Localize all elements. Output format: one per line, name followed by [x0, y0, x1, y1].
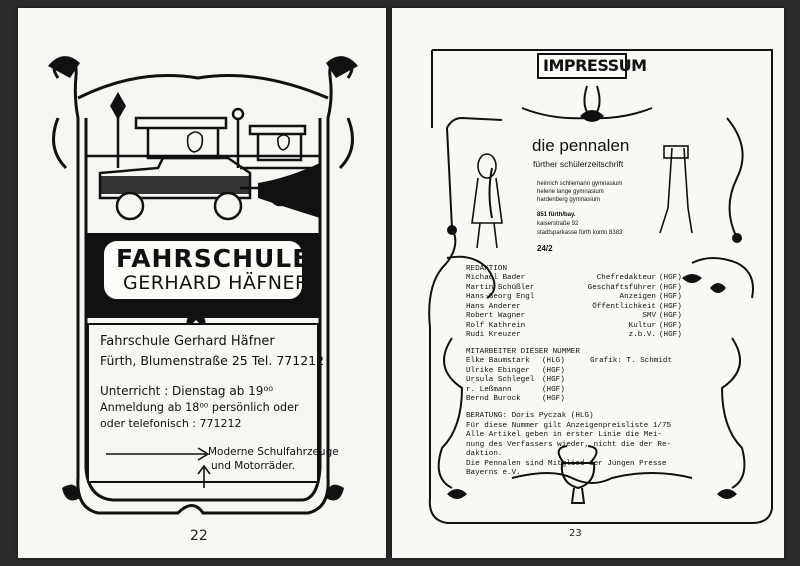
redaktion-school: (HGF) [659, 274, 682, 282]
redaktion-school: (HGF) [659, 302, 682, 311]
mitarbeiter-name: Ursula Schlegel [466, 376, 535, 384]
footer-line: Für diese Nummer gilt Anzeigenpreisliste… [466, 421, 672, 430]
redaktion-name: Martin Schüßler [466, 283, 535, 292]
magazine-title: die pennalen [532, 136, 630, 155]
slogan-line-1: Moderne Schulfahrzeuge [208, 446, 339, 458]
footer-line: Alle Artikel geben in erster Linie die M… [466, 431, 662, 439]
redaktion-name: Rolf Kathrein [466, 321, 526, 330]
address-line-2: Fürth, Blumenstraße 25 Tel. 771212 [100, 353, 325, 368]
mitarbeiter-name: r. Leßmann [466, 385, 512, 394]
address-line-1: Fahrschule Gerhard Häfner [100, 334, 275, 349]
mitarbeiter-school: (HGF) [542, 376, 565, 384]
issue-number: 24/2 [537, 244, 553, 253]
redaktion-school: (HGF) [659, 283, 682, 292]
mitarbeiter-name: Bernd Burock [466, 395, 521, 403]
redaktion-school: (HGF) [659, 293, 682, 301]
lesson-line-3: oder telefonisch : 771212 [100, 417, 242, 430]
art-nouveau-frame [48, 56, 358, 515]
redaktion-school: (HGF) [659, 312, 682, 320]
redaktion-role: Öffentlichkeit [592, 302, 656, 311]
redaktion-role: Anzeigen [619, 293, 656, 301]
redaktion-name: Robert Wagner [466, 312, 526, 320]
redaktion-name: Michael Bader [466, 274, 526, 282]
magazine-subtitle: fürther schülerzeitschrift [533, 159, 624, 169]
redaktion-school: (HGF) [659, 331, 682, 339]
lesson-line-1: Unterricht : Dienstag ab 19⁰⁰ [100, 384, 274, 398]
redaktion-role: Chefredakteur [596, 274, 656, 282]
footer-line: BERATUNG: Doris Pyczak (HLG) [466, 412, 594, 420]
title-line-2: GERHARD HÄFNER [123, 272, 309, 294]
title-line-1: FAHRSCHULE [116, 244, 311, 273]
redaktion-name: Rudi Kreuzer [466, 331, 521, 339]
impressum-ornament-frame [428, 49, 773, 524]
mitarbeiter-school: (HLG) [542, 357, 565, 365]
mitarbeiter-name: Elke Baumstark [466, 357, 530, 365]
address-2: kaiserstraße 92 [537, 221, 579, 227]
mitarbeiter-school: (HGF) [542, 395, 565, 403]
right-page: IMPRESSUM die pennalen fürther schülerze… [392, 8, 784, 558]
footer-line: daktion. [466, 450, 503, 458]
lesson-line-2: Anmeldung ab 18⁰⁰ persönlich oder [100, 401, 299, 414]
mitarbeiter-name: Ulrike Ebinger [466, 366, 530, 375]
redaktion-school: (HGF) [659, 321, 682, 330]
address-1: 851 fürth/bay. [537, 212, 576, 218]
redaktion-heading: REDAKTION [466, 265, 508, 273]
slogan-line-2: und Motorräder. [211, 460, 296, 472]
address-3: stadtsparkasse fürth konto 8383 [537, 230, 623, 236]
redaktion-name: Hans Anderer [466, 302, 521, 311]
impressum-banner: IMPRESSUM [543, 56, 647, 75]
footer-line: Bayerns e.V. [466, 469, 521, 477]
redaktion-role: Geschäftsführer [587, 283, 656, 292]
mitarbeiter-heading: MITARBEITER DIESER NUMMER [466, 348, 580, 356]
mitarbeiter-school: (HGF) [542, 366, 565, 375]
right-page-number: 23 [569, 528, 582, 539]
redaktion-role: SMV [642, 312, 656, 320]
redaktion-name: Hans-Georg Engl [466, 293, 535, 301]
school-1: heinrich schliemann gymnasium [537, 181, 623, 187]
left-page-number: 22 [190, 528, 208, 544]
footer-line: nung des Verfassers wieder, nicht die de… [466, 440, 672, 449]
school-2: helene lange gymnasium [537, 189, 604, 195]
left-page: FAHRSCHULE GERHARD HÄFNER Fahrschule Ger… [18, 8, 386, 558]
school-3: hardenberg gymnasium [537, 197, 601, 203]
grafik-credit: Grafik: T. Schmidt [590, 357, 673, 365]
footer-line: Die Pennalen sind Mitglied der Jungen Pr… [466, 459, 667, 468]
mitarbeiter-school: (HGF) [542, 385, 565, 394]
redaktion-role: Kultur [628, 321, 656, 330]
redaktion-role: z.b.V. [628, 331, 656, 339]
